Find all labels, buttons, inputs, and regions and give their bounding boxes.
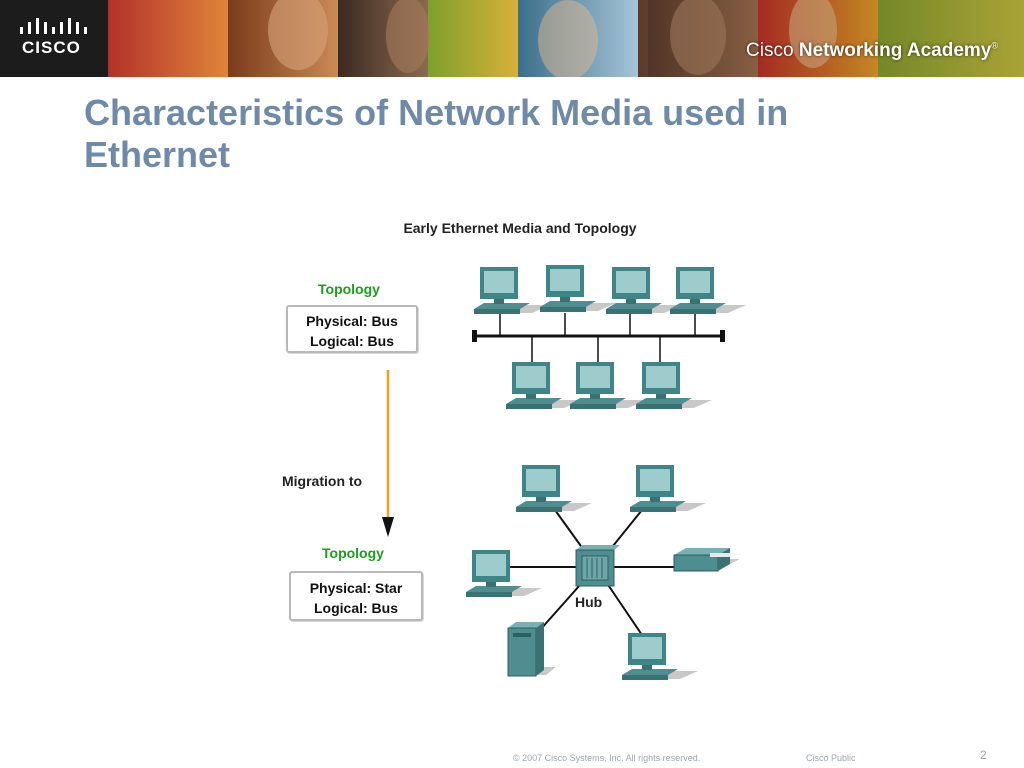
ethernet-topology-diagram: Early Ethernet Media and Topology Topolo… [270, 205, 770, 700]
people-photo-strip [108, 0, 1024, 77]
top-physical-text: Physical: Bus [306, 313, 398, 329]
bus-pc-7 [636, 362, 712, 409]
bus-pc-1 [474, 267, 550, 314]
page-number: 2 [980, 748, 987, 762]
printer-device [673, 548, 740, 572]
cisco-logo-text: CISCO [22, 38, 81, 57]
bottom-physical-text: Physical: Star [309, 580, 403, 596]
bus-pc-3 [606, 267, 682, 314]
academy-main: Networking Academy [798, 40, 992, 61]
server-device [507, 622, 556, 677]
migration-label: Migration to [282, 473, 363, 489]
cisco-bridge-icon [20, 18, 87, 34]
bus-pc-5 [506, 362, 582, 409]
bottom-topology-label: Topology [322, 545, 384, 561]
bus-topology-box: Physical: Bus Logical: Bus [286, 305, 418, 353]
bus-topology [472, 265, 746, 409]
star-pc-bottom-right [622, 633, 698, 680]
bus-pc-2 [540, 265, 616, 312]
bus-pc-4 [670, 267, 746, 314]
registered-mark: ® [991, 40, 998, 51]
star-topology-box: Physical: Star Logical: Bus [289, 571, 423, 621]
hub-device [575, 545, 620, 587]
star-pc-top-right [630, 465, 706, 512]
bus-pc-6 [570, 362, 646, 409]
networking-academy-brand: Cisco Networking Academy® [746, 40, 998, 62]
migration-arrow [382, 370, 394, 537]
star-pc-left [466, 550, 542, 597]
top-topology-label: Topology [318, 281, 380, 297]
classification-label: Cisco Public [806, 753, 856, 763]
top-logical-text: Logical: Bus [309, 333, 394, 349]
bottom-logical-text: Logical: Bus [313, 600, 398, 616]
topology-graphics [382, 265, 746, 680]
cisco-logo: CISCO [0, 0, 108, 77]
diagram-title: Early Ethernet Media and Topology [403, 220, 637, 236]
star-topology [466, 465, 740, 680]
star-pc-top-left [516, 465, 592, 512]
header-banner: CISCO Cisco Networking Academy® [0, 0, 1024, 77]
academy-prefix: Cisco [746, 40, 799, 61]
copyright-notice: © 2007 Cisco Systems, Inc. All rights re… [513, 753, 701, 763]
hub-label: Hub [575, 594, 603, 610]
slide-title: Characteristics of Network Media used in… [84, 92, 789, 175]
